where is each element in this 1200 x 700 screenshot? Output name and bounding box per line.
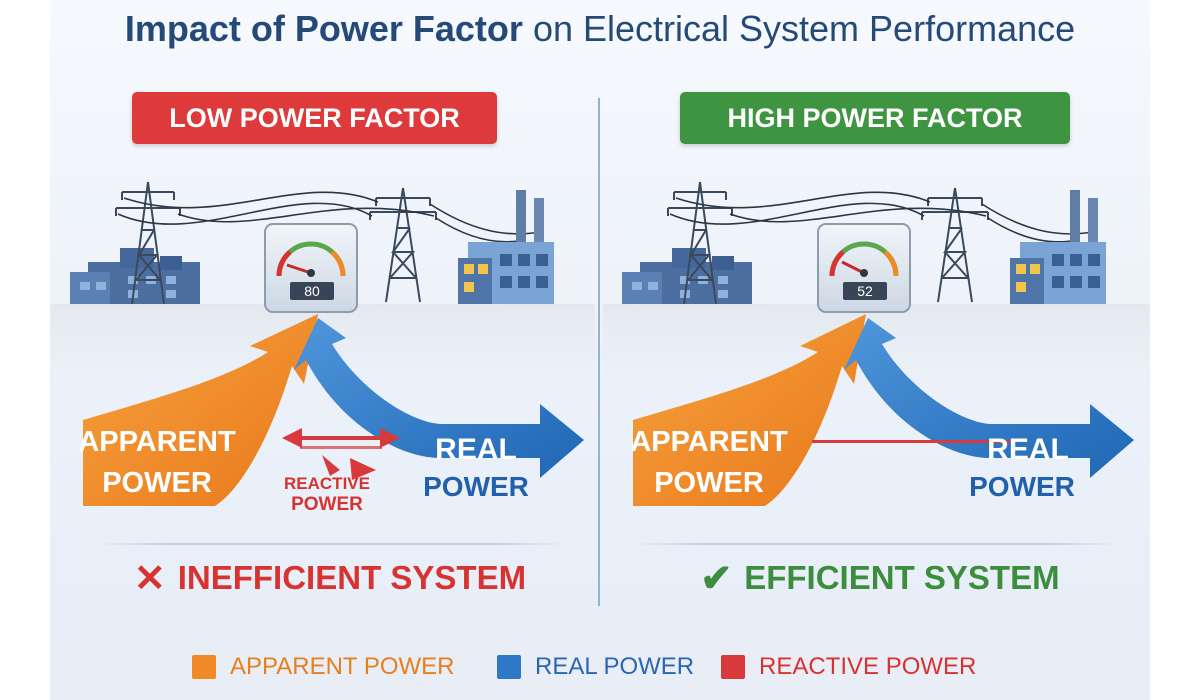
legend-label: REACTIVE POWER bbox=[759, 653, 977, 680]
legend-bar bbox=[50, 632, 1150, 700]
divider-line-left bbox=[96, 543, 566, 545]
legend-label: APPARENT POWER bbox=[230, 653, 455, 680]
inefficient-system-status: ✕ INEFFICIENT SYSTEM bbox=[130, 556, 530, 600]
legend-label: REAL POWER bbox=[535, 653, 695, 680]
efficient-system-status: ✔ EFFICIENT SYSTEM bbox=[670, 556, 1090, 600]
legend-swatch-orange bbox=[192, 655, 216, 679]
legend-swatch-red bbox=[721, 655, 745, 679]
legend-swatch-blue bbox=[497, 655, 521, 679]
check-mark-icon: ✔ bbox=[700, 557, 733, 600]
high-power-factor-banner: HIGH POWER FACTOR bbox=[680, 92, 1070, 144]
status-text: INEFFICIENT SYSTEM bbox=[177, 559, 527, 596]
title-rest: on Electrical System Performance bbox=[532, 8, 1076, 49]
status-text: EFFICIENT SYSTEM bbox=[744, 559, 1060, 596]
divider-line-right bbox=[632, 543, 1122, 545]
title-bold: Impact of Power Factor bbox=[124, 8, 523, 49]
legend-apparent-power: APPARENT POWER bbox=[192, 650, 454, 684]
page-title: Impact of Power Factor on Electrical Sys… bbox=[0, 8, 1200, 50]
x-mark-icon: ✕ bbox=[133, 557, 166, 600]
center-divider bbox=[598, 98, 600, 606]
legend-reactive-power: REACTIVE POWER bbox=[721, 650, 976, 684]
legend-real-power: REAL POWER bbox=[497, 650, 694, 684]
low-power-factor-banner: LOW POWER FACTOR bbox=[132, 92, 497, 144]
